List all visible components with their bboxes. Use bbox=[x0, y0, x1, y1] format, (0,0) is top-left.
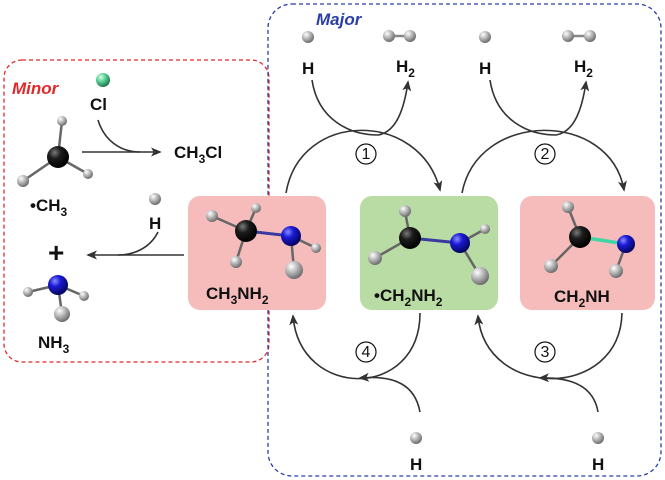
ch2nh-box bbox=[520, 196, 655, 310]
h2-label-top-right: H2 bbox=[574, 57, 593, 80]
ch3nh2-label: CH3NH2 bbox=[206, 284, 269, 307]
h-label-minor: H bbox=[149, 214, 161, 233]
ch3-radical-molecule bbox=[17, 116, 93, 187]
cl-atom bbox=[96, 73, 110, 87]
plus-sign: + bbox=[48, 237, 64, 268]
h-label-top-left: H bbox=[302, 59, 314, 78]
ch3nh2-box bbox=[188, 196, 326, 310]
ch3cl-label: CH3Cl bbox=[174, 143, 222, 166]
h2-molecule-top-left bbox=[383, 30, 416, 42]
ch2nh2-label: •CH2NH2 bbox=[374, 286, 443, 309]
step-2-marker: 2 bbox=[534, 143, 556, 165]
h2-label-top-left: H2 bbox=[396, 57, 415, 80]
minor-title: Minor bbox=[12, 79, 60, 98]
nh3-label: NH3 bbox=[38, 333, 70, 356]
step-1-number: 1 bbox=[362, 146, 371, 163]
step-4-number: 4 bbox=[362, 344, 371, 361]
h-label-bottom-right: H bbox=[592, 455, 604, 474]
h-atom-bottom-left bbox=[410, 432, 422, 444]
h-label-top-right: H bbox=[479, 59, 491, 78]
major-title: Major bbox=[316, 10, 363, 29]
step-3-number: 3 bbox=[541, 344, 550, 361]
h-atom-top-right bbox=[479, 31, 491, 43]
h2-molecule-top-right bbox=[562, 30, 596, 42]
step3-h-addition-arrow bbox=[538, 373, 599, 413]
step2-arrow bbox=[461, 129, 627, 194]
ch2nh2-molecule bbox=[368, 205, 490, 285]
ch2nh2-box bbox=[360, 196, 498, 310]
ch3-radical-label: •CH3 bbox=[30, 196, 68, 219]
step-2-number: 2 bbox=[541, 146, 550, 163]
h-attack-arrow bbox=[117, 231, 159, 256]
step-3-marker: 3 bbox=[534, 341, 556, 363]
step-4-marker: 4 bbox=[355, 341, 377, 363]
ch3nh2-molecule bbox=[206, 203, 321, 279]
cl-label: Cl bbox=[90, 95, 107, 114]
cl-addition-arrow bbox=[97, 119, 141, 153]
h-atom-bottom-right bbox=[592, 432, 604, 444]
step4-arrow bbox=[289, 312, 421, 380]
step1-h-abstraction-arrow bbox=[311, 79, 412, 136]
ch2nh-molecule bbox=[544, 201, 635, 278]
nh3-molecule bbox=[23, 275, 89, 322]
step4-h-addition-arrow bbox=[358, 372, 421, 413]
h-atom-minor bbox=[149, 193, 161, 205]
step-1-marker: 1 bbox=[355, 143, 377, 165]
h-atom-top-left bbox=[302, 31, 314, 43]
minor-panel bbox=[3, 59, 270, 363]
h-label-bottom-left: H bbox=[410, 455, 422, 474]
ch2nh-label: CH2NH bbox=[554, 287, 610, 310]
step2-h-abstraction-arrow bbox=[489, 79, 590, 136]
step1-arrow bbox=[285, 129, 443, 194]
